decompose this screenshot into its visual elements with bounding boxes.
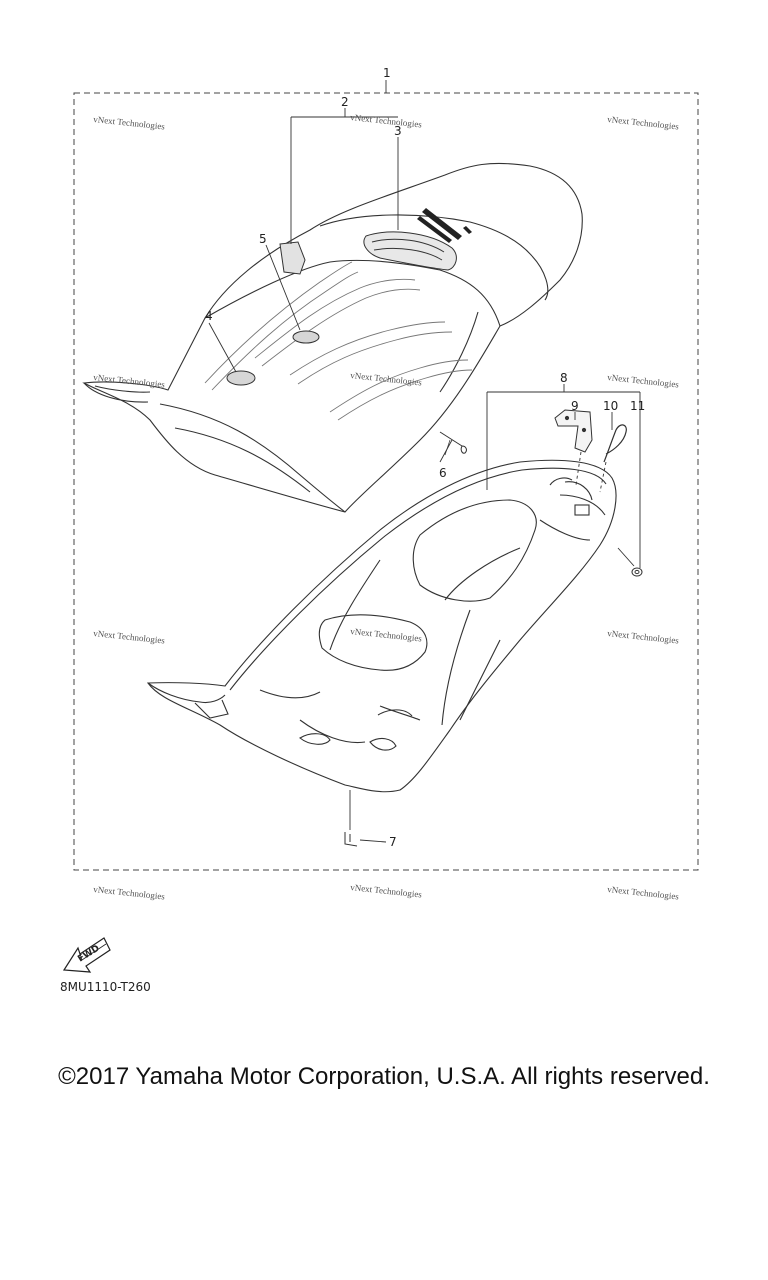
callout-8: 8 [560,371,568,385]
seat-graphic-stripes [204,261,473,421]
handle-strap [363,231,457,271]
seat-cover-drawing [82,162,583,513]
part-11-washer [631,567,643,577]
callout-1: 1 [383,66,391,80]
watermark-text: vNext Technologies [93,884,166,902]
watermark-text: vNext Technologies [93,114,166,132]
watermark-text: vNext Technologies [93,372,166,390]
callout-4: 4 [205,309,213,323]
seat-flap-tab [279,241,306,275]
callout-5: 5 [259,232,267,246]
seat-emblem [417,208,472,243]
watermark-text: vNext Technologies [607,114,680,132]
callout-10: 10 [603,399,618,413]
watermark-text: vNext Technologies [607,884,680,902]
watermark-text: vNext Technologies [93,628,166,646]
watermark-text: vNext Technologies [607,372,680,390]
callout-3: 3 [394,124,402,138]
part-9-bracket [554,409,593,453]
part-7-tab [344,832,358,847]
copyright-notice: ©2017 Yamaha Motor Corporation, U.S.A. A… [58,1063,710,1090]
watermark-text: vNext Technologies [607,628,680,646]
watermark-text: vNext Technologies [350,112,423,130]
callout-11: 11 [630,399,645,413]
leader-lines [208,80,641,843]
seat-base-drawing [146,459,617,793]
part-10-clip [603,424,627,463]
watermarks: vNext Technologies vNext Technologies vN… [93,112,680,902]
callout-6: 6 [439,466,447,480]
watermark-text: vNext Technologies [350,882,423,900]
callout-9: 9 [571,399,579,413]
fwd-arrow-icon: FWD [62,937,111,973]
callout-2: 2 [341,95,349,109]
seat-patch-5 [292,330,320,344]
diagram-code: 8MU1110-T260 [60,980,151,994]
callout-7: 7 [389,835,397,849]
watermark-text: vNext Technologies [350,626,423,644]
seat-patch-4 [226,370,256,386]
watermark-text: vNext Technologies [350,370,423,388]
part-6-clip [439,431,467,456]
